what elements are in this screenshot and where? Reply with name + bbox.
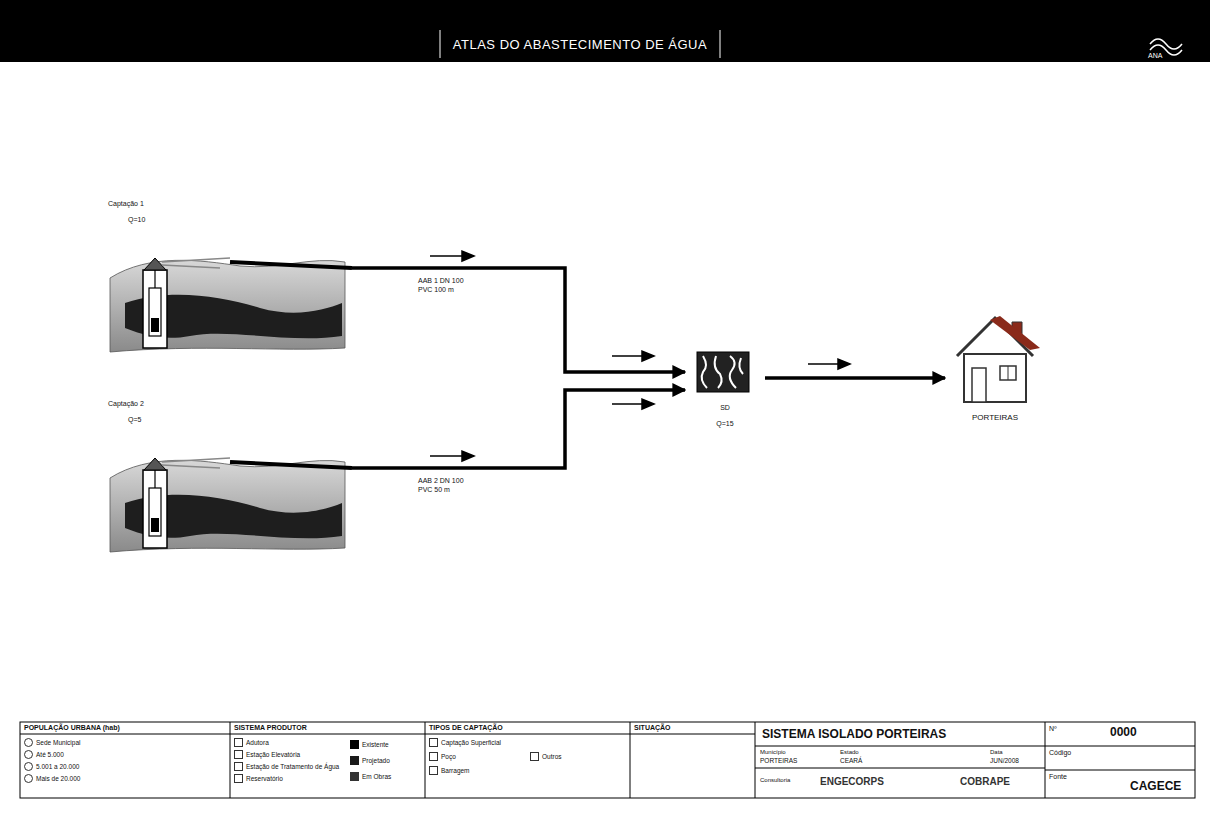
title-block-text: Estado	[840, 749, 859, 756]
title-block-text: ENGECORPS	[820, 776, 884, 787]
legend-text: Barragem	[441, 767, 470, 775]
title-block-text: COBRAPE	[960, 776, 1010, 787]
node-name: PORTEIRAS	[945, 413, 1045, 423]
pipeline	[352, 390, 685, 468]
legend-symbol	[24, 750, 33, 759]
legend-symbol	[234, 738, 243, 747]
pipe-spec: AAB 2 DN 100 PVC 50 m	[418, 476, 470, 494]
flow-rate: Q=10	[128, 215, 145, 225]
legend-item: Poço	[429, 752, 456, 761]
legend-text: Reservatório	[246, 775, 283, 783]
legend-text: Estação de Tratamento de Água	[246, 763, 339, 771]
node-label: Captação 1 Q=10	[108, 199, 145, 225]
legend-symbol	[24, 774, 33, 783]
page-title: ATLAS DO ABASTECIMENTO DE ÁGUA	[448, 37, 712, 52]
legend-text: Em Obras	[362, 773, 391, 781]
legend-item: 5.001 a 20.000	[24, 762, 79, 771]
title-block-text: PORTEIRAS	[760, 757, 797, 764]
title-block-text: CAGECE	[1130, 780, 1181, 793]
legend-item: Em Obras	[350, 772, 391, 781]
node-name: Captação 2	[108, 399, 144, 409]
title-block-text: TIPOS DE CAPTAÇÃO	[429, 724, 503, 732]
title-block-text: 0000	[1110, 726, 1137, 739]
title-block-text: Município	[760, 749, 786, 756]
legend-item: Outros	[530, 752, 562, 761]
title-block-text: CEARÁ	[840, 757, 862, 764]
legend-item: Captação Superficial	[429, 738, 501, 747]
title-block-text: Consultoria	[760, 777, 790, 784]
legend-symbol	[234, 762, 243, 771]
node-label: SD Q=15	[685, 403, 765, 429]
flow-rate: Q=5	[128, 415, 144, 425]
legend-text: Sede Municipal	[36, 739, 80, 747]
treatment-unit: SD Q=15	[685, 345, 765, 437]
node-label: Captação 2 Q=5	[108, 399, 144, 425]
legend-text: Captação Superficial	[441, 739, 501, 747]
legend-swatch	[350, 772, 359, 781]
legend-text: Poço	[441, 753, 456, 761]
town-served: PORTEIRAS	[945, 305, 1045, 430]
title-block-text: Nº	[1049, 725, 1057, 733]
legend-text: Projetado	[362, 757, 390, 765]
legend-symbol	[429, 738, 438, 747]
legend-symbol	[234, 774, 243, 783]
legend-swatch	[350, 740, 359, 749]
legend-symbol	[24, 738, 33, 747]
pipe-spec: AAB 1 DN 100 PVC 100 m	[418, 276, 470, 294]
title-block-text: SISTEMA PRODUTOR	[234, 724, 307, 732]
legend-text: Até 5.000	[36, 751, 64, 759]
legend-symbol	[24, 762, 33, 771]
title-block-text: Código	[1049, 749, 1071, 757]
legend-item: Reservatório	[234, 774, 283, 783]
legend-text: Estação Elevatória	[246, 751, 300, 759]
legend-item: Mais de 20.000	[24, 774, 80, 783]
title-block-text: Fonte	[1049, 773, 1067, 781]
title-block-text: SISTEMA ISOLADO PORTEIRAS	[762, 728, 946, 741]
legend-item: Existente	[350, 740, 389, 749]
well-intake: Captação 2 Q=5	[100, 395, 352, 545]
legend-symbol	[429, 766, 438, 775]
legend-item: Sede Municipal	[24, 738, 80, 747]
legend-symbol	[530, 752, 539, 761]
legend-symbol	[429, 752, 438, 761]
legend-text: Outros	[542, 753, 562, 761]
flow-rate: Q=15	[685, 419, 765, 429]
pipeline	[765, 376, 945, 380]
title-block-text: JUN/2008	[990, 757, 1019, 764]
title-block-text: POPULAÇÃO URBANA (hab)	[24, 724, 120, 732]
legend-item: Projetado	[350, 756, 390, 765]
legend-text: Existente	[362, 741, 389, 749]
agency-logo: ANA	[1148, 52, 1162, 60]
node-name: Captação 1	[108, 199, 145, 209]
legend-item: Adutora	[234, 738, 269, 747]
legend-symbol	[234, 750, 243, 759]
node-name: SD	[685, 403, 765, 413]
legend-text: Adutora	[246, 739, 269, 747]
title-block-text: Data	[990, 749, 1003, 756]
legend-swatch	[350, 756, 359, 765]
legend-text: Mais de 20.000	[36, 775, 80, 783]
title-block-text: SITUAÇÃO	[634, 724, 671, 732]
legend-item: Até 5.000	[24, 750, 64, 759]
node-label: PORTEIRAS	[945, 413, 1045, 423]
legend-item: Barragem	[429, 766, 470, 775]
legend-text: 5.001 a 20.000	[36, 763, 79, 771]
legend-item: Estação Elevatória	[234, 750, 300, 759]
pipeline	[352, 268, 685, 372]
legend-item: Estação de Tratamento de Água	[234, 762, 339, 771]
well-intake: Captação 1 Q=10	[100, 195, 352, 345]
